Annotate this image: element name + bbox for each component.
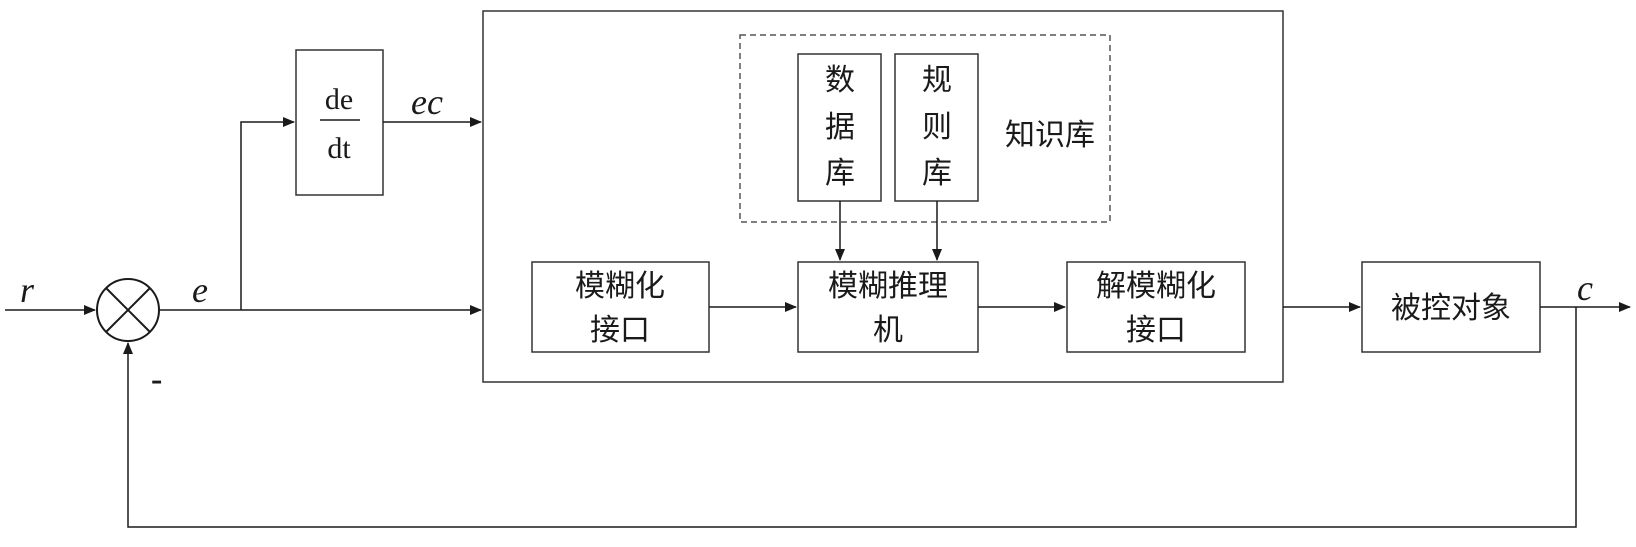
fuzzification-label-1: 模糊化 <box>575 269 665 304</box>
defuzzification-box <box>1066 261 1246 353</box>
signal-ec-label: ec <box>411 82 443 122</box>
data-base-label-1: 数 <box>825 63 855 98</box>
feedback-minus-sign: - <box>151 361 162 398</box>
summing-junction <box>96 278 160 342</box>
knowledge-base-box <box>739 34 1111 223</box>
knowledge-base-label: 知识库 <box>1005 118 1095 153</box>
inference-engine-label-1: 模糊推理 <box>828 269 948 304</box>
defuzzification-label-1: 解模糊化 <box>1096 269 1216 304</box>
derivative-numerator: de <box>325 83 353 116</box>
feedback-path <box>123 307 1577 528</box>
signal-e-label: e <box>192 270 208 310</box>
plant-label: 被控对象 <box>1391 291 1511 326</box>
signal-c-label: c <box>1577 268 1593 308</box>
data-base-label-2: 据 <box>825 110 855 145</box>
rule-base-label-1: 规 <box>922 63 952 98</box>
fuzzification-label-2: 接口 <box>590 313 650 348</box>
rule-base-label-2: 则 <box>922 110 952 145</box>
defuzzification-label-2: 接口 <box>1126 313 1186 348</box>
derivative-box <box>295 49 384 196</box>
fuzzy-controller-box <box>482 10 1284 383</box>
signal-r-label: r <box>20 270 35 310</box>
data-base-label-3: 库 <box>825 156 855 191</box>
inference-engine-label-2: 机 <box>873 313 903 348</box>
derivative-denominator: dt <box>327 132 351 165</box>
arrow-e-to-derivative <box>240 117 295 310</box>
rule-base-label-3: 库 <box>922 156 952 191</box>
